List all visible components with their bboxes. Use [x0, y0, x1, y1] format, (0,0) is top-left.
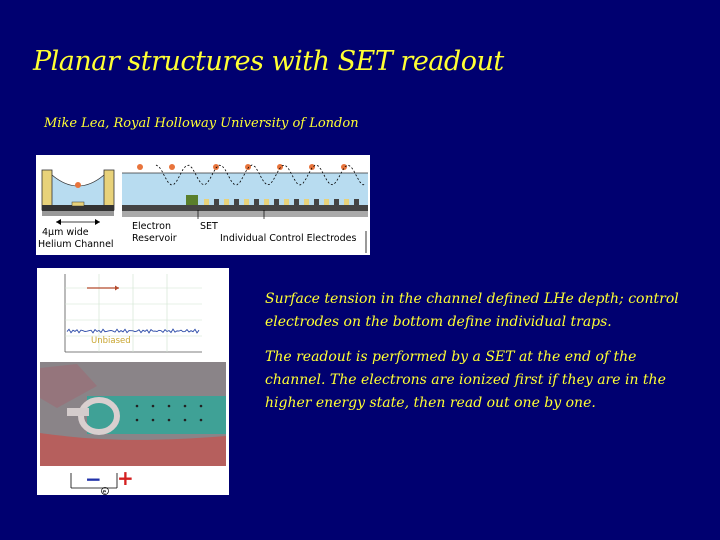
electron — [309, 164, 315, 170]
width-arrow-heads — [56, 219, 100, 225]
electrode — [354, 199, 359, 205]
micrograph-caption-strip — [37, 466, 229, 495]
electrode — [224, 199, 229, 205]
set-device — [186, 195, 198, 205]
electrode — [264, 199, 269, 205]
channel-substrate — [122, 205, 368, 211]
channel-name-label: Helium Channel — [38, 239, 114, 250]
electron — [245, 164, 251, 170]
electron — [137, 164, 143, 170]
electrode — [314, 199, 319, 205]
substrate — [42, 205, 114, 211]
substrate-lower — [42, 211, 114, 216]
slide-title: Planar structures with SET readout — [33, 46, 504, 77]
left-wall — [41, 169, 53, 211]
reservoir-label-2: Reservoir — [132, 233, 177, 244]
electrode — [304, 199, 309, 205]
electron — [213, 164, 219, 170]
electron — [277, 164, 283, 170]
paragraph-readout: The readout is performed by a SET at the… — [265, 349, 666, 411]
reservoir-label-1: Electron — [132, 221, 171, 232]
channel-width-label: 4μm wide — [42, 227, 89, 238]
control-electrodes — [204, 199, 359, 205]
slide-subtitle: Mike Lea, Royal Holloway University of L… — [44, 116, 359, 131]
electron-symbol: e — [103, 489, 107, 496]
inset-annotation: Unbiased — [91, 336, 131, 346]
electrode — [274, 199, 279, 205]
micrograph-electrode-region — [40, 433, 226, 466]
electron-symbol-circle — [101, 487, 109, 495]
paragraph-surface-tension: Surface tension in the channel defined L… — [265, 291, 679, 330]
electron-dot — [75, 182, 81, 188]
electrode — [204, 199, 209, 205]
plus-sign: + — [117, 466, 134, 490]
electrode — [234, 199, 239, 205]
inset-trace — [66, 328, 200, 334]
micrograph-svg: Unbiased − + e — [37, 268, 229, 495]
electrode — [294, 199, 299, 205]
device-micrograph-figure: Unbiased − + e — [37, 268, 229, 495]
potential-wave — [155, 164, 367, 186]
electrode — [214, 199, 219, 205]
right-wall — [103, 169, 115, 211]
electron — [169, 164, 175, 170]
inset-arrow-head — [115, 285, 119, 291]
electrodes-label: Individual Control Electrodes — [220, 233, 356, 244]
bottom-electrode — [71, 201, 85, 207]
electrode — [284, 199, 289, 205]
trapped-electrons — [137, 164, 347, 170]
electrode — [344, 199, 349, 205]
channel-substrate-lower — [122, 211, 368, 217]
electron — [341, 164, 347, 170]
electrode — [244, 199, 249, 205]
set-label: SET — [200, 221, 218, 232]
electrode — [324, 199, 329, 205]
channel-schematic-svg: 4μm wide Helium Channel Electron Reservo… — [38, 164, 368, 253]
micrograph-texture — [40, 364, 97, 408]
micrograph-lead — [67, 408, 89, 416]
electrode — [334, 199, 339, 205]
micrograph-traps — [135, 404, 203, 422]
minus-sign: − — [85, 467, 102, 491]
electrode — [254, 199, 259, 205]
channel-schematic: 4μm wide Helium Channel Electron Reservo… — [36, 155, 370, 255]
